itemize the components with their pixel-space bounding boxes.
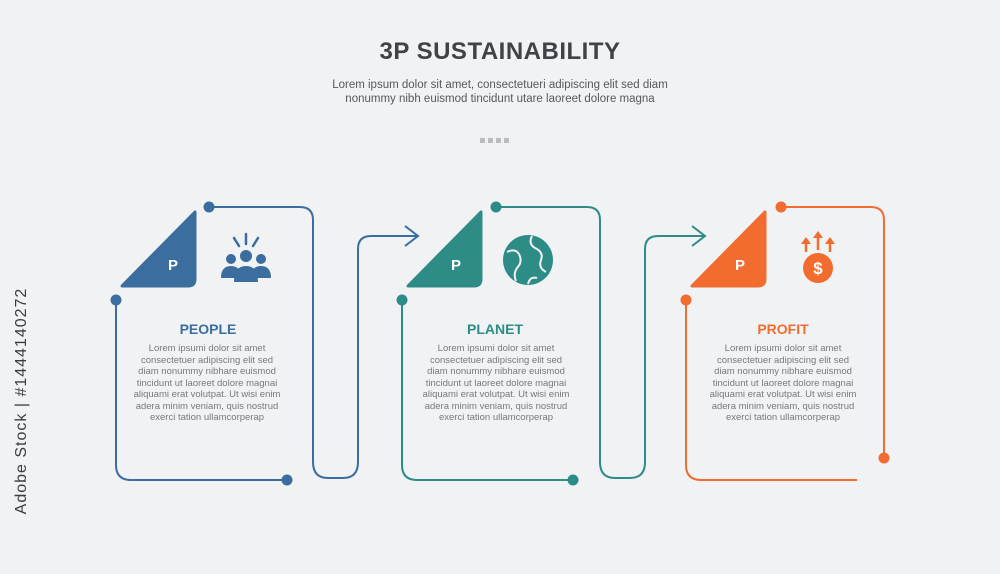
planet-badge-triangle — [406, 210, 483, 288]
people-connector-line — [115, 300, 287, 481]
dollar-growth-icon: $ — [801, 231, 835, 283]
planet-node-dot — [396, 294, 408, 306]
profit-title: PROFIT — [757, 321, 809, 337]
planet-node-dot — [490, 201, 502, 213]
profit-connector-line — [685, 300, 857, 481]
page-subtitle: Lorem ipsum dolor sit amet, consectetuer… — [332, 79, 668, 105]
planet-title: PLANET — [467, 321, 523, 337]
svg-text:$: $ — [813, 259, 823, 278]
arrow-head-icon — [691, 225, 707, 247]
people-group-icon — [221, 232, 271, 282]
planet-connector-line — [401, 300, 573, 481]
profit-node-dot — [878, 452, 890, 464]
profit-description: Lorem ipsumi dolor sit amet consectetuer… — [709, 343, 857, 423]
arrow-head-icon — [404, 225, 420, 247]
people-to-planet-line — [209, 206, 418, 479]
profit-node-dot — [775, 201, 787, 213]
people-badge-triangle — [120, 210, 197, 288]
planet-node-dot — [567, 474, 579, 486]
people-badge-letter: P — [167, 257, 178, 274]
planet-badge-letter: P — [450, 257, 461, 274]
people-node-dot — [110, 294, 122, 306]
globe-icon — [503, 235, 553, 285]
profit-badge-letter: P — [734, 257, 745, 274]
divider-dots — [480, 130, 512, 148]
planet-to-profit-line — [496, 206, 705, 479]
people-title: PEOPLE — [179, 321, 237, 337]
people-description: Lorem ipsumi dolor sit amet consectetuer… — [133, 343, 281, 423]
profit-badge-triangle — [690, 210, 767, 288]
people-node-dot — [203, 201, 215, 213]
profit-right-line — [781, 206, 885, 458]
stock-watermark: Adobe Stock | #1444140272 — [13, 287, 30, 515]
page-title: 3P SUSTAINABILITY — [379, 38, 621, 65]
planet-description: Lorem ipsumi dolor sit amet consectetuer… — [422, 343, 570, 423]
people-node-dot — [281, 474, 293, 486]
profit-node-dot — [680, 294, 692, 306]
